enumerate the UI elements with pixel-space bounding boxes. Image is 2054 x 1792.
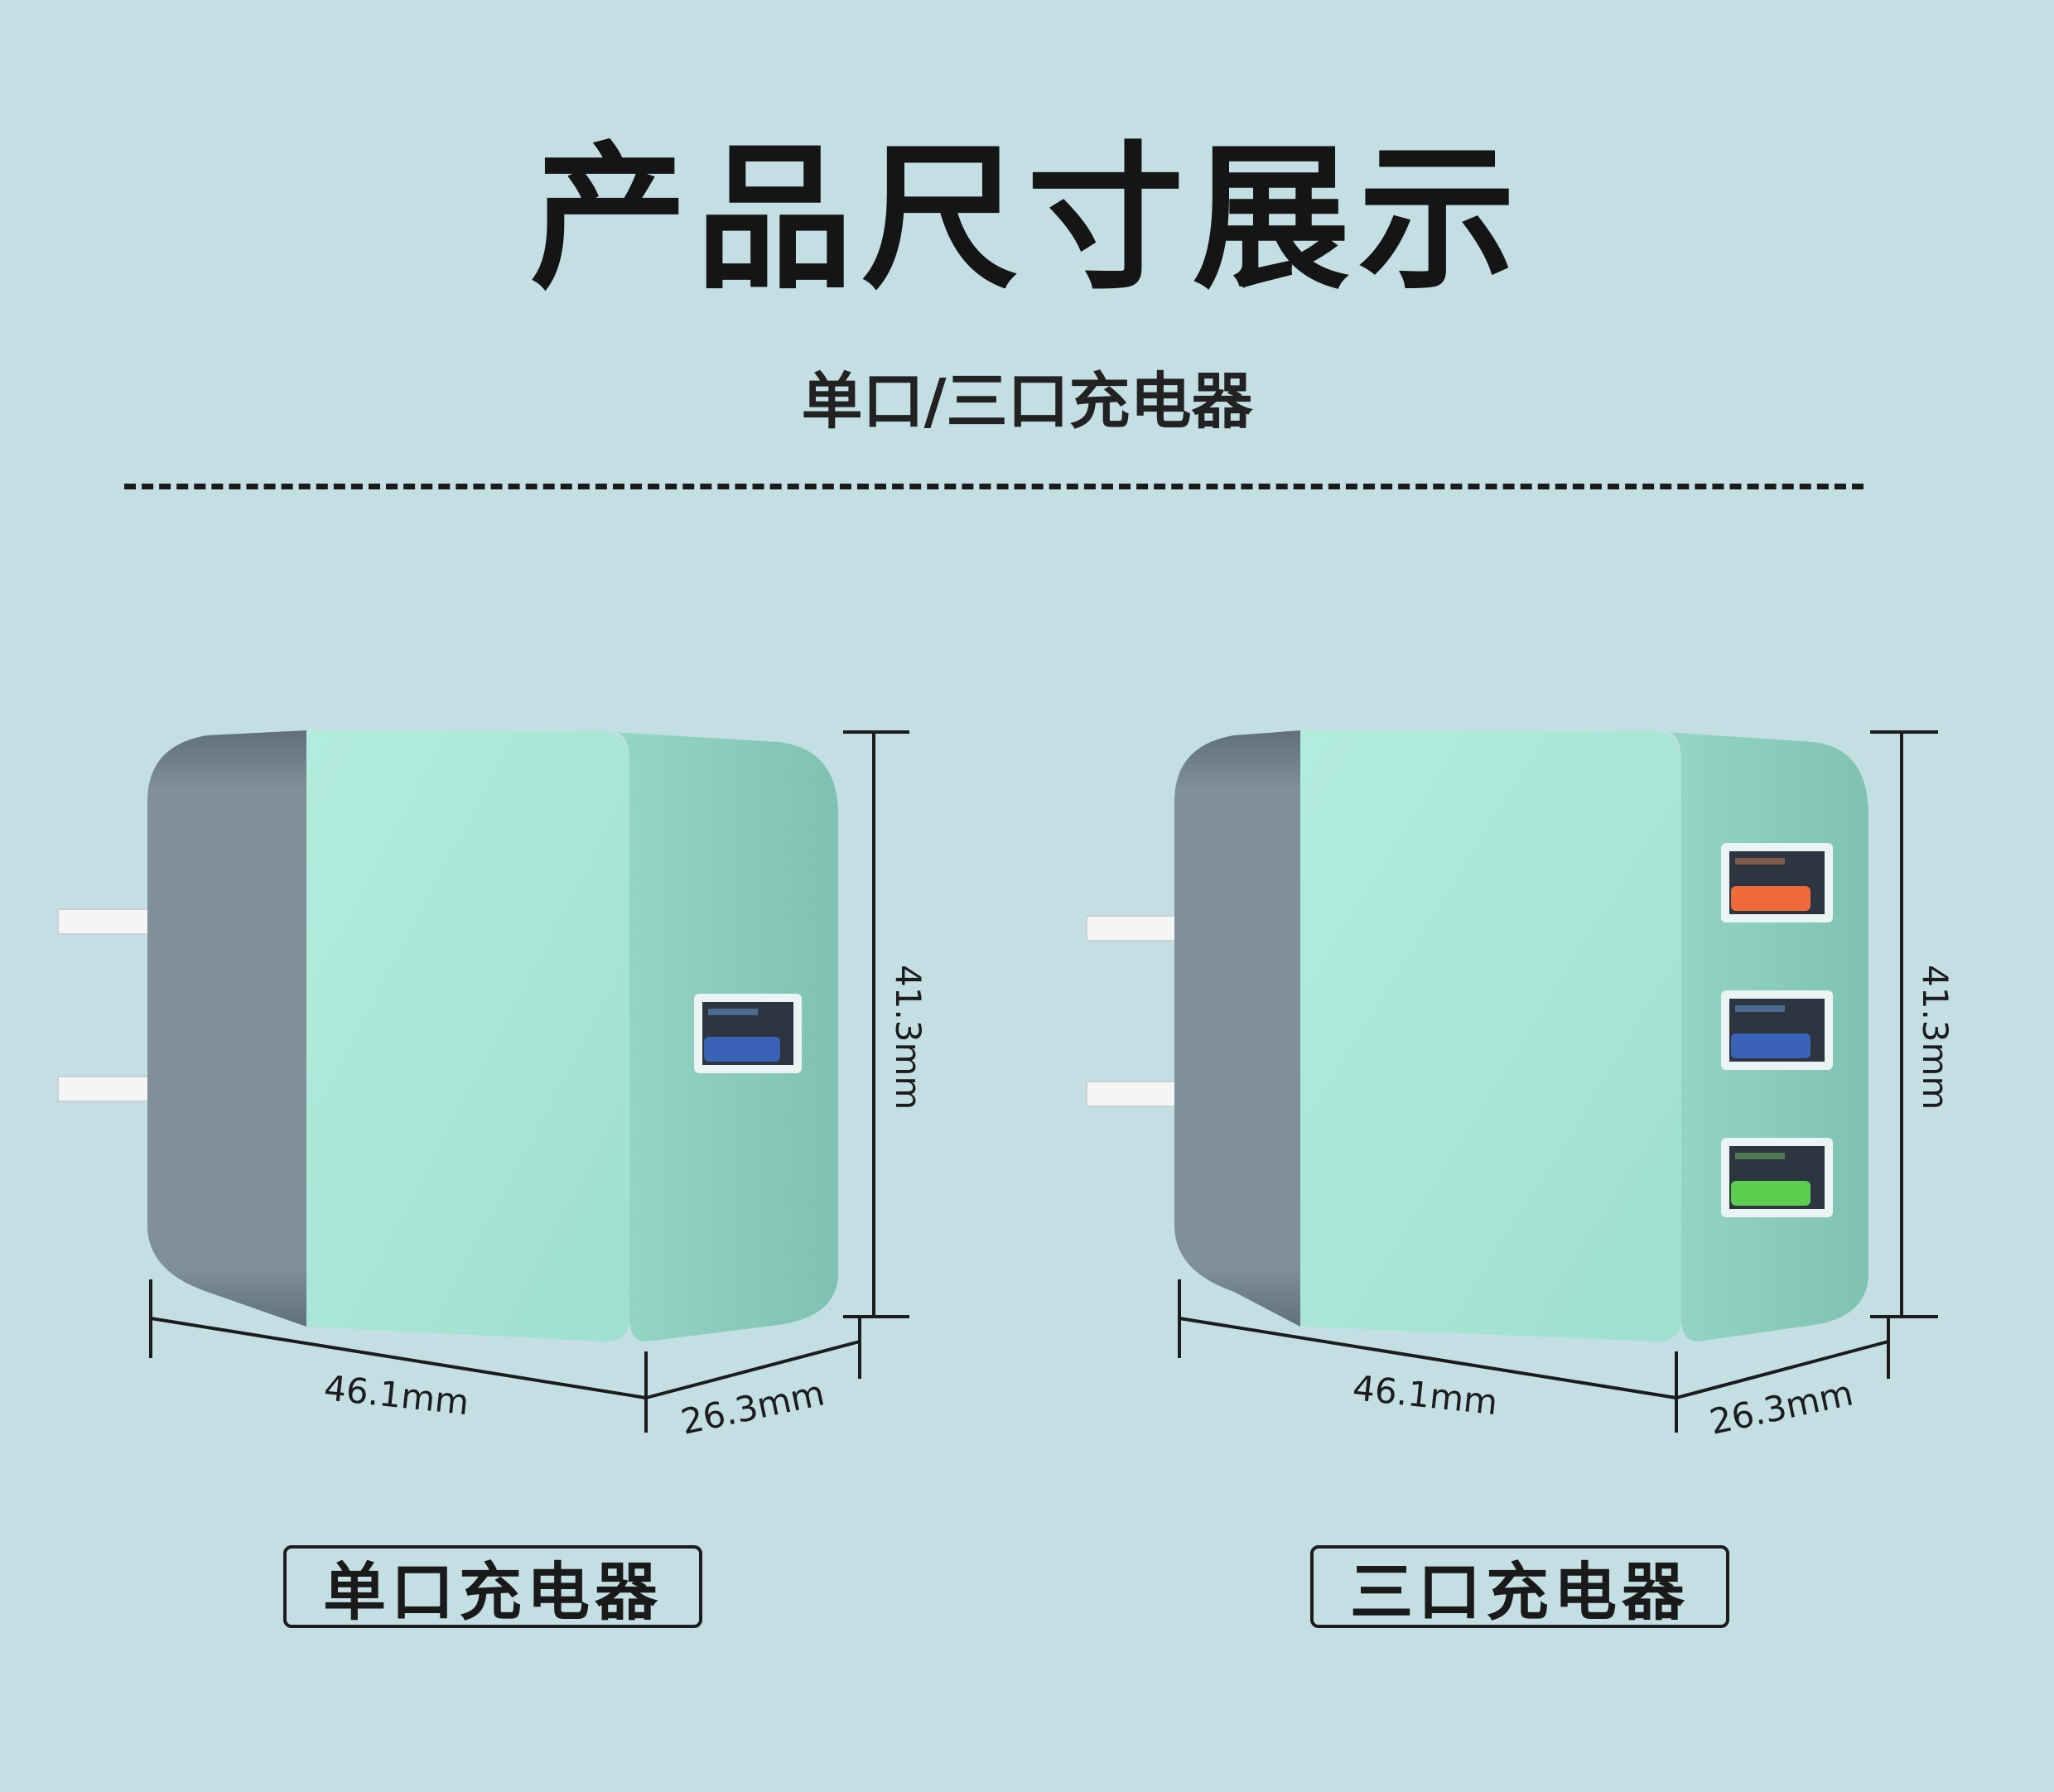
plug-prong-upper [57, 908, 158, 935]
usb-port-blue [694, 994, 802, 1073]
single-port-charger [57, 730, 838, 1342]
charger-back-cap [147, 730, 306, 1327]
usb-port-green [1721, 1138, 1833, 1217]
plug-prong-upper [1086, 915, 1179, 942]
plug-prong-lower [1086, 1081, 1179, 1107]
usb-port-orange [1721, 843, 1833, 922]
dashed-divider [124, 484, 1864, 489]
single-width-label: 46.1mm [322, 1367, 471, 1423]
page-title: 产品尺寸展示 [529, 128, 1524, 311]
caption-single-port: 单口充电器 [283, 1545, 702, 1629]
three-width-label: 46.1mm [1351, 1367, 1500, 1423]
plug-prong-lower [57, 1076, 158, 1102]
usb-port-blue [1721, 990, 1833, 1070]
page-subtitle: 单口/三口充电器 [801, 366, 1253, 437]
three-port-charger [1086, 730, 1868, 1342]
three-height-label: 41.3mm [1915, 965, 1955, 1110]
charger-front-face [306, 730, 629, 1342]
caption-three-port: 三口充电器 [1310, 1545, 1729, 1629]
single-dimension-lines [149, 730, 909, 1433]
single-height-label: 41.3mm [888, 965, 928, 1110]
charger-back-cap [1174, 730, 1300, 1327]
three-dimension-lines [1178, 730, 1938, 1433]
charger-front-face [1300, 730, 1681, 1342]
